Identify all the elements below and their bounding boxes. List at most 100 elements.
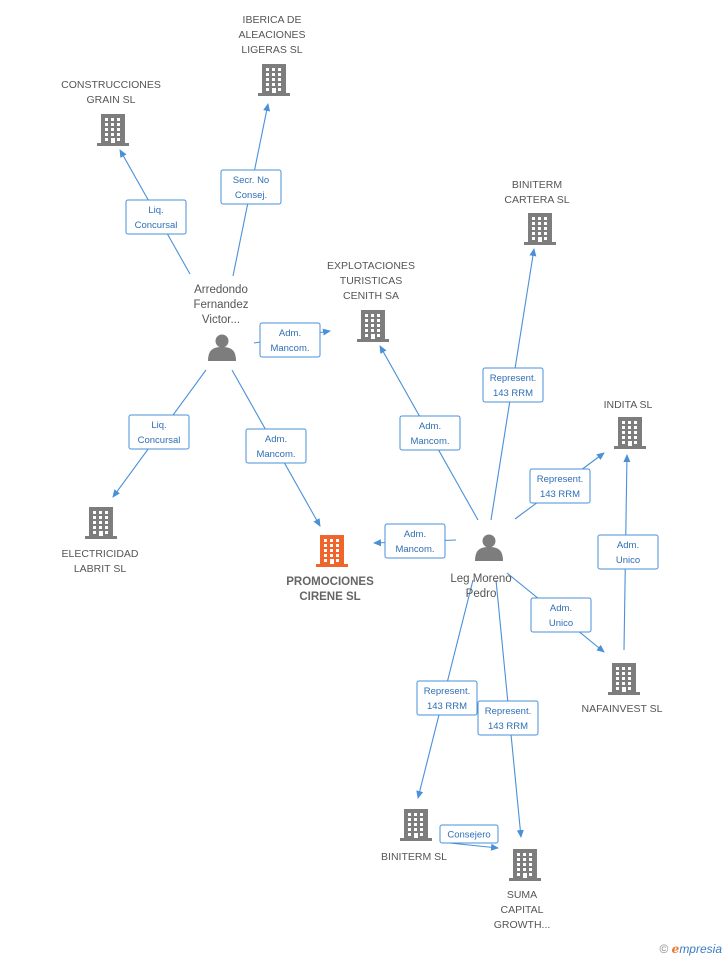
node-label: ALEACIONES bbox=[238, 29, 305, 41]
empresia-brand: © empresia bbox=[659, 942, 722, 956]
building-icon bbox=[258, 64, 290, 96]
edge-label-text: Unico bbox=[616, 555, 640, 566]
edge-label-box bbox=[220, 169, 282, 205]
edge-label-text: Unico bbox=[549, 618, 573, 629]
edge-label-text: 143 RRM bbox=[493, 388, 533, 399]
edge-label-box bbox=[597, 534, 659, 570]
node-electricidad[interactable]: ELECTRICIDAD LABRIT SL bbox=[61, 507, 139, 575]
node-label: BINITERM bbox=[512, 179, 562, 191]
node-label: ELECTRICIDAD bbox=[61, 548, 138, 560]
edge-label-text: Mancom. bbox=[410, 436, 449, 447]
building-icon bbox=[316, 535, 348, 567]
edge-label-text: Liq. bbox=[148, 205, 163, 216]
person-icon bbox=[208, 334, 236, 361]
edge-label-leg-to-promociones[interactable]: Adm.Mancom. bbox=[384, 523, 446, 559]
edge-label-text: Adm. bbox=[279, 328, 301, 339]
node-biniterm_cartera[interactable]: BINITERM CARTERA SL bbox=[504, 179, 570, 245]
node-label: CAPITAL bbox=[501, 904, 544, 916]
node-label: CARTERA SL bbox=[504, 194, 569, 206]
building-icon bbox=[85, 507, 117, 539]
edge-label-text: 143 RRM bbox=[427, 701, 467, 712]
building-icon bbox=[357, 310, 389, 342]
edge-label-text: Adm. bbox=[404, 529, 426, 540]
edge-label-nafainvest-to-indita[interactable]: Adm. Unico bbox=[597, 534, 659, 570]
edge-label-arredondo-to-explotaciones[interactable]: Adm. Mancom. bbox=[259, 322, 321, 358]
node-label: GROWTH... bbox=[494, 919, 551, 931]
edge-label-box bbox=[482, 367, 544, 403]
edge-label-text: 143 RRM bbox=[540, 489, 580, 500]
edge-label-text: 143 RRM bbox=[488, 721, 528, 732]
edge-label-leg-to-indita[interactable]: Represent. 143 RRM bbox=[529, 468, 591, 504]
node-label: CONSTRUCCIONES bbox=[61, 79, 161, 91]
edge-label-text: Represent. bbox=[537, 474, 583, 485]
node-label: NAFAINVEST SL bbox=[582, 703, 663, 715]
building-icon bbox=[97, 114, 129, 146]
edge-label-text: Represent. bbox=[424, 686, 470, 697]
edge-label-box bbox=[439, 824, 499, 844]
edge-label-text: Consejero bbox=[447, 830, 490, 841]
edge-label-text: Mancom. bbox=[256, 449, 295, 460]
edge-label-arredondo-to-promociones[interactable]: Adm.Mancom. bbox=[245, 428, 307, 464]
node-label: BINITERM SL bbox=[381, 851, 447, 863]
node-label: LIGERAS SL bbox=[241, 44, 302, 56]
edge-label-leg-to-biniterm_cartera[interactable]: Represent. 143 RRM bbox=[482, 367, 544, 403]
node-label: Fernandez bbox=[194, 299, 249, 311]
edge-label-box bbox=[128, 414, 190, 450]
edge-label-text: Concursal bbox=[135, 220, 178, 231]
edge-label-text: Represent. bbox=[485, 706, 531, 717]
node-label: EXPLOTACIONES bbox=[327, 260, 415, 272]
node-suma[interactable]: SUMA CAPITAL GROWTH... bbox=[494, 849, 551, 931]
edge-label-box bbox=[125, 199, 187, 235]
edge-label-arredondo-to-iberica[interactable]: Secr. No Consej. bbox=[220, 169, 282, 205]
edge-label-text: Consej. bbox=[235, 190, 267, 201]
node-label: Leg Moreno bbox=[450, 573, 511, 585]
edge-label-text: Secr. No bbox=[233, 175, 269, 186]
building-icon bbox=[509, 849, 541, 881]
edge-label-leg-to-explotaciones[interactable]: Adm. Mancom. bbox=[399, 415, 461, 451]
building-icon bbox=[614, 417, 646, 449]
node-label: LABRIT SL bbox=[74, 563, 126, 575]
node-label: TURISTICAS bbox=[340, 275, 402, 287]
edge-label-text: Liq. bbox=[151, 420, 166, 431]
node-label: INDITA SL bbox=[604, 399, 653, 411]
edge-label-text: Mancom. bbox=[270, 343, 309, 354]
node-label: CENITH SA bbox=[343, 290, 399, 302]
edge-label-box bbox=[245, 428, 307, 464]
edge-label-leg-to-biniterm[interactable]: Represent. 143 RRM bbox=[416, 680, 478, 716]
node-label: Pedro bbox=[466, 588, 497, 600]
edge-label-leg-to-suma[interactable]: Represent. 143 RRM bbox=[477, 700, 539, 736]
node-label: Victor... bbox=[202, 314, 240, 326]
edge-label-text: Concursal bbox=[138, 435, 181, 446]
edge-label-box bbox=[529, 468, 591, 504]
person-icon bbox=[475, 534, 503, 561]
node-indita[interactable]: INDITA SL bbox=[604, 399, 653, 449]
edge-label-text: Adm. bbox=[617, 540, 639, 551]
node-nafainvest[interactable]: NAFAINVEST SL bbox=[582, 663, 663, 715]
edge-label-box bbox=[477, 700, 539, 736]
edge-label-box bbox=[416, 680, 478, 716]
edge-label-box bbox=[530, 597, 592, 633]
edge-label-biniterm-to-suma[interactable]: Consejero bbox=[439, 824, 499, 844]
node-explotaciones[interactable]: EXPLOTACIONES TURISTICAS CENITH SA bbox=[327, 260, 415, 342]
edge-label-text: Represent. bbox=[490, 373, 536, 384]
edge-label-box bbox=[384, 523, 446, 559]
node-label: Arredondo bbox=[194, 284, 248, 296]
node-biniterm[interactable]: BINITERM SL bbox=[381, 809, 447, 863]
node-label: CIRENE SL bbox=[299, 591, 360, 603]
node-arredondo[interactable]: ArredondoFernandezVictor... bbox=[194, 284, 249, 361]
edge-label-text: Adm. bbox=[550, 603, 572, 614]
edge-label-box bbox=[259, 322, 321, 358]
edge-label-arredondo-to-construcciones[interactable]: Liq. Concursal bbox=[125, 199, 187, 235]
node-label: SUMA bbox=[507, 889, 537, 901]
building-icon bbox=[400, 809, 432, 841]
edge-label-arredondo-to-electricidad[interactable]: Liq. Concursal bbox=[128, 414, 190, 450]
building-icon bbox=[524, 213, 556, 245]
edge-label-text: Adm. bbox=[419, 421, 441, 432]
copyright-symbol: © bbox=[659, 942, 669, 956]
edge-label-leg-to-nafainvest[interactable]: Adm. Unico bbox=[530, 597, 592, 633]
